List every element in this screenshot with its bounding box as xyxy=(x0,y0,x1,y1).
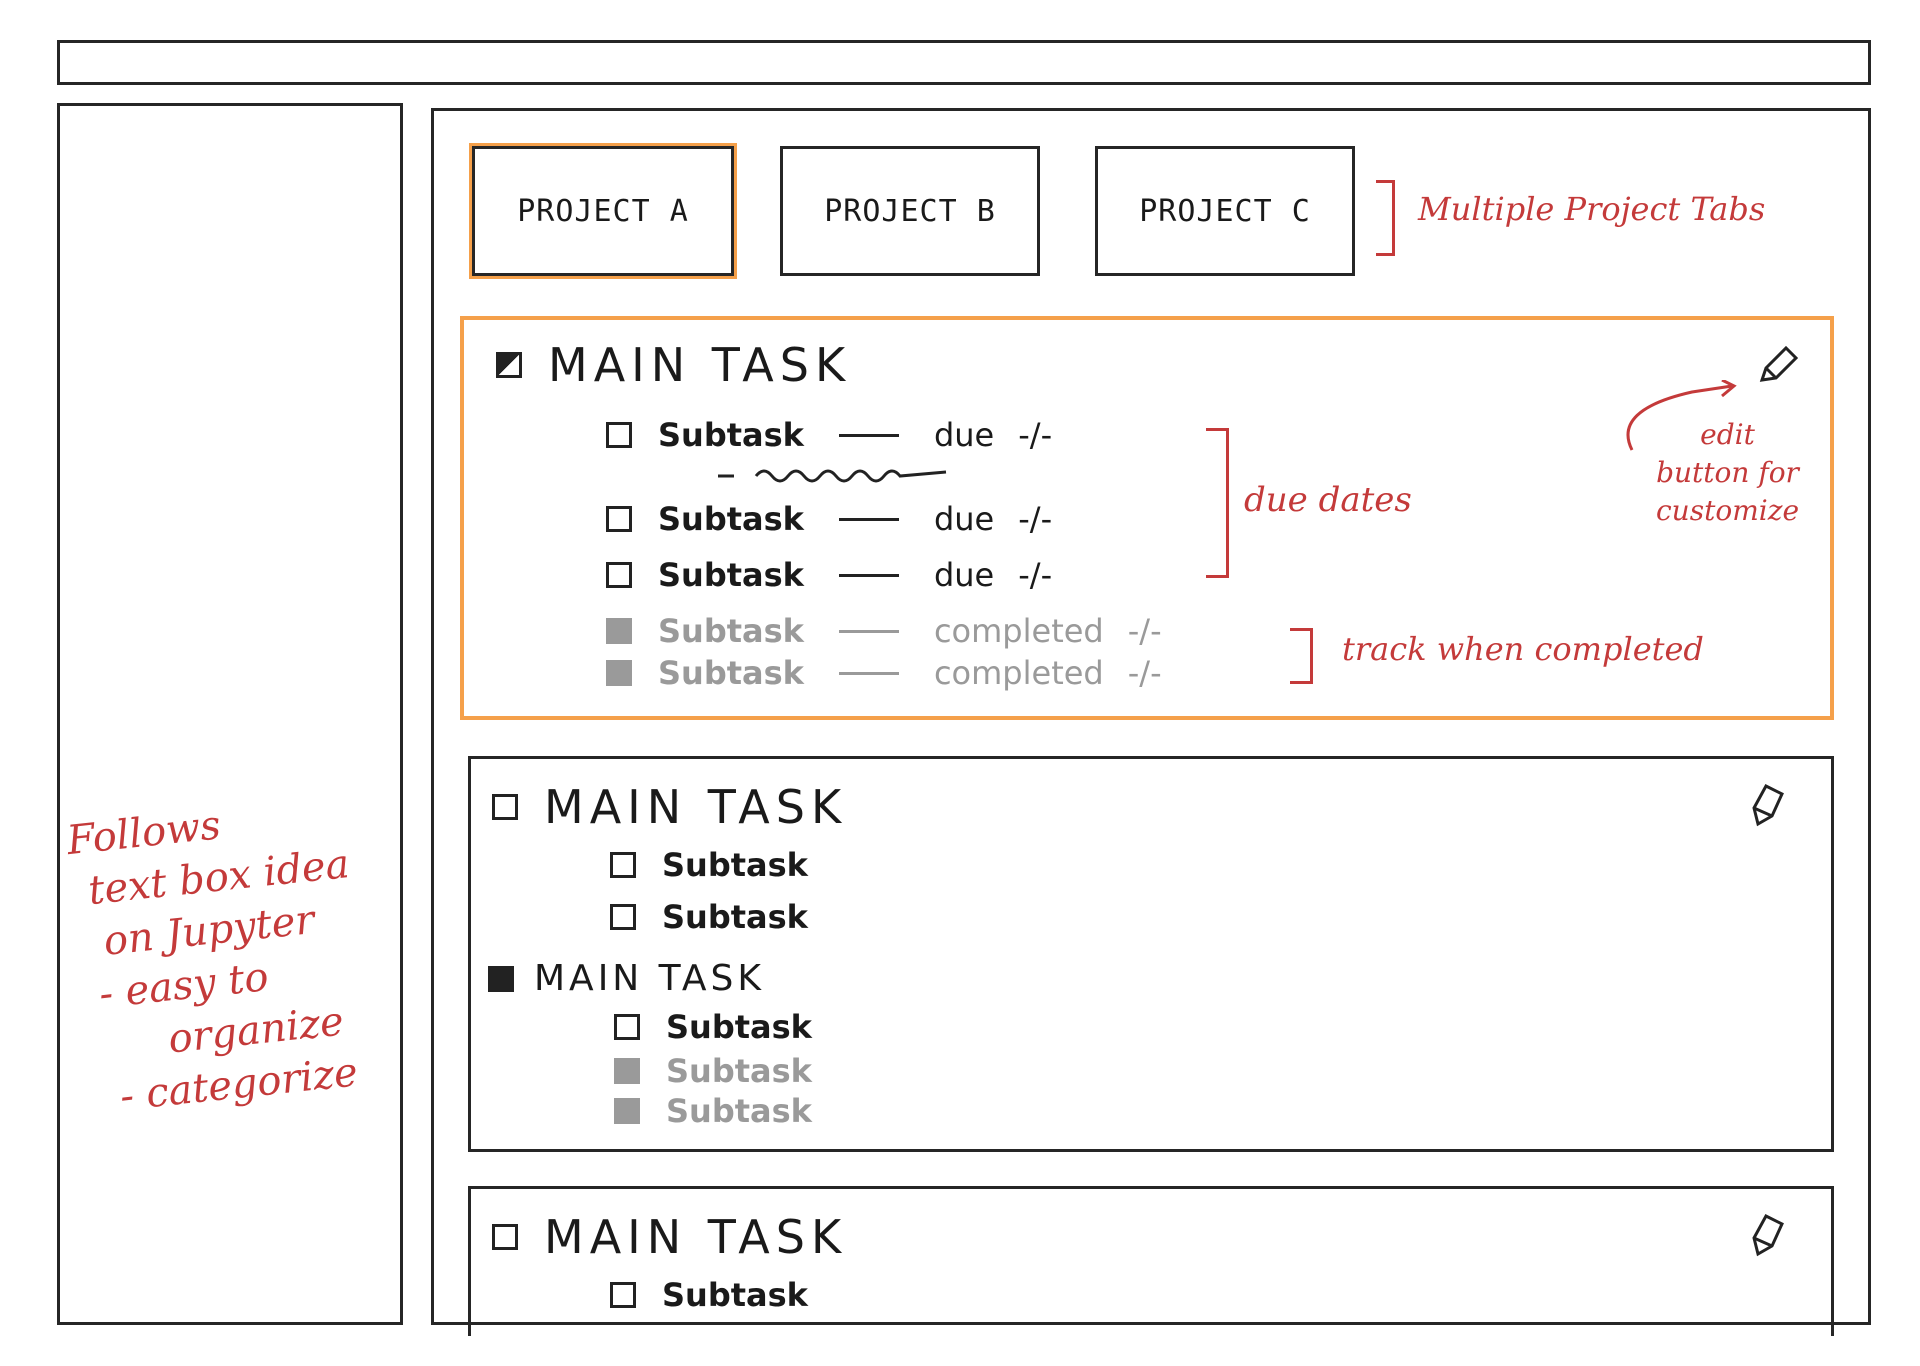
edit-note-arrow xyxy=(1626,380,1737,451)
subtask-row: Subtask due -/- xyxy=(606,416,1052,454)
description-scribble xyxy=(718,469,947,483)
pencil-icon[interactable] xyxy=(1752,340,1802,390)
subtask-row: Subtask due -/- xyxy=(606,500,1052,538)
subtask-checkbox[interactable] xyxy=(614,1014,640,1040)
subtask-label: Subtask xyxy=(658,416,804,454)
pencil-icon[interactable] xyxy=(1744,780,1794,830)
subtask-row: Subtask due -/- xyxy=(606,556,1052,594)
subtask-checkbox[interactable] xyxy=(606,506,632,532)
edit-note-line-3: customize xyxy=(1656,494,1800,527)
subtask-checkbox[interactable] xyxy=(610,904,636,930)
completed-label: completed xyxy=(933,654,1104,692)
tabs-note: Multiple Project Tabs xyxy=(1418,190,1766,228)
main-task-row: MAIN TASK xyxy=(492,1210,847,1264)
completed-subtask-row: Subtask xyxy=(614,1092,812,1130)
due-note: due dates xyxy=(1244,480,1412,520)
sidebar-note: Follows text box idea on Jupyter - easy … xyxy=(64,786,373,1125)
due-label: due xyxy=(933,500,995,538)
subtask-label: Subtask xyxy=(666,1052,812,1090)
main-task-label: MAIN TASK xyxy=(544,1210,848,1264)
completed-note: track when completed xyxy=(1342,630,1704,668)
main-task-row: MAIN TASK xyxy=(496,338,851,392)
completed-note-bracket xyxy=(1290,628,1313,684)
main-task-label: MAIN TASK xyxy=(548,338,852,392)
subtask-row: Subtask xyxy=(614,1008,812,1046)
main-task-label: MAIN TASK xyxy=(544,780,848,834)
divider xyxy=(838,671,899,675)
tab-label: PROJECT B xyxy=(824,193,996,229)
completed-subtask-row: Subtask xyxy=(614,1052,812,1090)
main-task-checkbox[interactable] xyxy=(492,794,518,820)
subtask-label: Subtask xyxy=(662,846,808,884)
task-card-1[interactable] xyxy=(460,316,1834,720)
tab-label: PROJECT A xyxy=(517,193,689,229)
main-task-row: MAIN TASK xyxy=(488,958,765,999)
task-card-3[interactable] xyxy=(468,1186,1834,1336)
top-bar xyxy=(57,40,1871,85)
subtask-checkbox-checked[interactable] xyxy=(606,618,632,644)
subtask-label: Subtask xyxy=(666,1092,812,1130)
subtask-checkbox-checked[interactable] xyxy=(614,1098,640,1124)
due-label: due xyxy=(933,556,995,594)
due-date[interactable]: -/- xyxy=(1018,500,1053,538)
main-task-checkbox[interactable] xyxy=(492,1224,518,1250)
tab-label: PROJECT C xyxy=(1139,193,1311,229)
sidebar xyxy=(57,103,403,1325)
tab-project-a[interactable]: PROJECT A xyxy=(472,146,734,276)
subtask-label: Subtask xyxy=(666,1008,812,1046)
subtask-label: Subtask xyxy=(658,654,804,692)
edit-note-line-2: button for xyxy=(1656,456,1799,489)
subtask-checkbox[interactable] xyxy=(610,1282,636,1308)
subtask-checkbox-checked[interactable] xyxy=(606,660,632,686)
divider xyxy=(838,573,899,577)
subtask-label: Subtask xyxy=(662,898,808,936)
tab-project-b[interactable]: PROJECT B xyxy=(780,146,1040,276)
completed-subtask-row: Subtask completed -/- xyxy=(606,612,1162,650)
divider xyxy=(838,629,899,633)
edit-note: edit button for customize xyxy=(1656,416,1799,530)
subtask-label: Subtask xyxy=(658,500,804,538)
due-date[interactable]: -/- xyxy=(1018,416,1053,454)
completed-subtask-row: Subtask completed -/- xyxy=(606,654,1162,692)
due-label: due xyxy=(933,416,995,454)
main-panel xyxy=(431,108,1871,1325)
subtask-checkbox[interactable] xyxy=(606,562,632,588)
subtask-label: Subtask xyxy=(658,612,804,650)
subtask-label: Subtask xyxy=(658,556,804,594)
subtask-label: Subtask xyxy=(662,1276,808,1314)
subtask-checkbox[interactable] xyxy=(606,422,632,448)
subtask-row: Subtask xyxy=(610,846,808,884)
completed-label: completed xyxy=(933,612,1104,650)
divider xyxy=(838,517,899,521)
subtask-row: Subtask xyxy=(610,898,808,936)
due-note-bracket xyxy=(1206,428,1229,578)
main-task-checkbox[interactable] xyxy=(496,352,522,378)
completed-date: -/- xyxy=(1127,612,1162,650)
subtask-row: Subtask xyxy=(610,1276,808,1314)
due-date[interactable]: -/- xyxy=(1018,556,1053,594)
subtask-checkbox-checked[interactable] xyxy=(614,1058,640,1084)
divider xyxy=(838,433,899,437)
main-task-label: MAIN TASK xyxy=(534,958,765,999)
edit-note-line-1: edit xyxy=(1700,418,1755,451)
tab-project-c[interactable]: PROJECT C xyxy=(1095,146,1355,276)
pencil-icon[interactable] xyxy=(1744,1210,1794,1260)
main-task-row: MAIN TASK xyxy=(492,780,847,834)
completed-date: -/- xyxy=(1127,654,1162,692)
task-card-2[interactable] xyxy=(468,756,1834,1152)
subtask-checkbox[interactable] xyxy=(610,852,636,878)
tabs-note-bracket xyxy=(1376,180,1395,256)
main-task-checkbox[interactable] xyxy=(488,965,514,992)
